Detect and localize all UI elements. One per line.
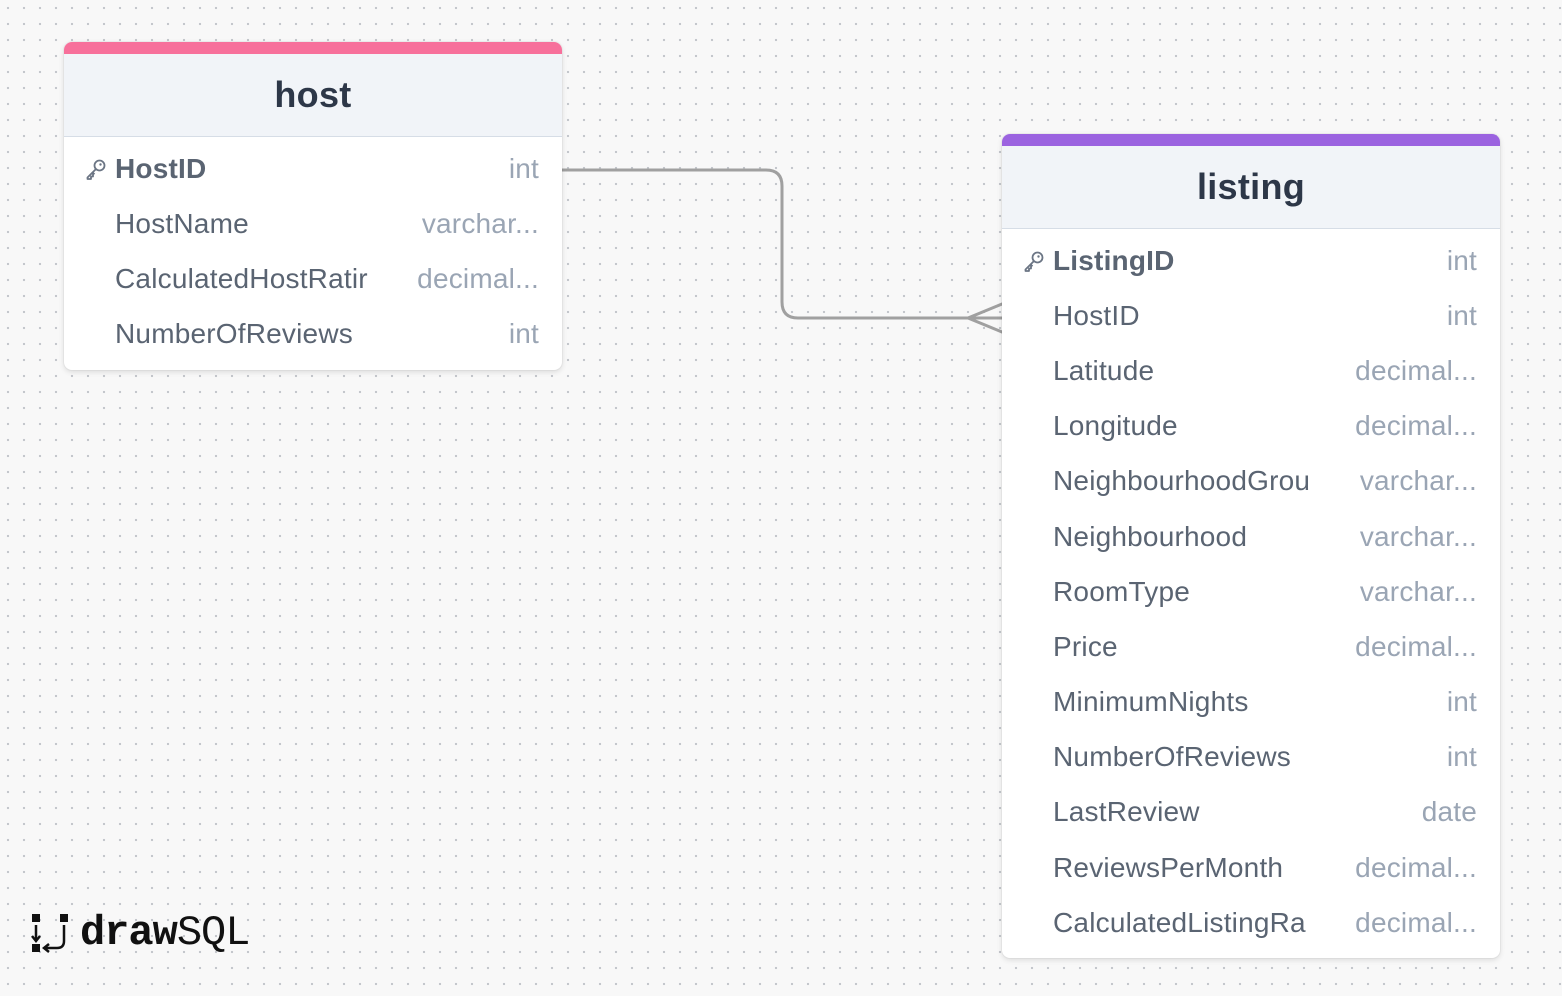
column-name: RoomType <box>1053 575 1190 607</box>
column-row[interactable]: NumberOfReviews int <box>1002 730 1500 785</box>
column-name: Neighbourhood <box>1053 520 1248 552</box>
logo-text-draw: draw <box>80 909 178 957</box>
column-row[interactable]: ReviewsPerMonth decimal... <box>1002 840 1500 895</box>
column-name: Price <box>1053 630 1118 662</box>
column-row[interactable]: Price decimal... <box>1002 619 1500 674</box>
column-type: decimal... <box>417 262 539 294</box>
column-type: int <box>1446 686 1477 718</box>
column-row[interactable]: RoomType varchar... <box>1002 564 1500 619</box>
logo-text-sql: SQL <box>176 909 251 957</box>
column-row[interactable]: LastReview date <box>1002 785 1500 840</box>
column-row[interactable]: ListingID int <box>1002 233 1500 288</box>
column-row[interactable]: NeighbourhoodGrou varchar... <box>1002 454 1500 509</box>
column-type: varchar... <box>421 207 539 239</box>
column-type: int <box>508 318 539 350</box>
column-name: HostName <box>115 207 249 239</box>
column-type: int <box>1446 299 1477 331</box>
column-row[interactable]: Neighbourhood varchar... <box>1002 509 1500 564</box>
column-type: decimal... <box>1355 851 1477 883</box>
table-header[interactable]: host <box>64 54 562 137</box>
column-row[interactable]: Latitude decimal... <box>1002 343 1500 398</box>
column-type: decimal... <box>1355 906 1477 938</box>
column-type: int <box>508 152 539 184</box>
column-type: int <box>1446 244 1477 276</box>
table-header[interactable]: listing <box>1002 146 1500 229</box>
column-row[interactable]: HostName varchar... <box>64 196 562 251</box>
column-row[interactable]: CalculatedHostRatir decimal... <box>64 251 562 306</box>
column-name: NumberOfReviews <box>1053 741 1291 773</box>
column-type: varchar... <box>1359 465 1477 497</box>
column-row[interactable]: CalculatedListingRa decimal... <box>1002 895 1500 950</box>
table-title: host <box>274 74 352 115</box>
column-row[interactable]: Longitude decimal... <box>1002 399 1500 454</box>
table-accent-bar <box>1002 134 1500 146</box>
table-title: listing <box>1196 166 1306 207</box>
column-name: CalculatedHostRatir <box>115 262 368 294</box>
column-name: Longitude <box>1053 410 1178 442</box>
primary-key-icon <box>1024 251 1044 272</box>
column-type: varchar... <box>1359 575 1477 607</box>
column-name: NeighbourhoodGrou <box>1053 465 1311 497</box>
column-name: CalculatedListingRa <box>1053 906 1306 938</box>
column-name: LastReview <box>1053 796 1200 828</box>
relationship-line <box>562 168 1002 320</box>
table-accent-bar <box>64 42 562 54</box>
column-name: HostID <box>1053 299 1140 331</box>
column-row[interactable]: MinimumNights int <box>1002 675 1500 730</box>
column-name: Latitude <box>1053 354 1155 386</box>
column-type: decimal... <box>1355 410 1477 442</box>
crows-foot-icon <box>966 302 1004 334</box>
column-type: int <box>1446 741 1477 773</box>
column-name: NumberOfReviews <box>115 318 353 350</box>
column-type: varchar... <box>1359 520 1477 552</box>
column-row[interactable]: HostID int <box>1002 288 1500 343</box>
primary-key-icon <box>86 159 106 180</box>
column-name: ReviewsPerMonth <box>1053 851 1284 883</box>
column-name: MinimumNights <box>1053 686 1249 718</box>
column-row[interactable]: HostID int <box>64 141 562 196</box>
column-name: ListingID <box>1053 244 1175 276</box>
column-row[interactable]: NumberOfReviews int <box>64 307 562 362</box>
column-name: HostID <box>115 152 207 184</box>
drawsql-logo-icon <box>31 914 68 953</box>
column-type: decimal... <box>1355 354 1477 386</box>
column-type: date <box>1421 796 1477 828</box>
column-type: decimal... <box>1355 630 1477 662</box>
